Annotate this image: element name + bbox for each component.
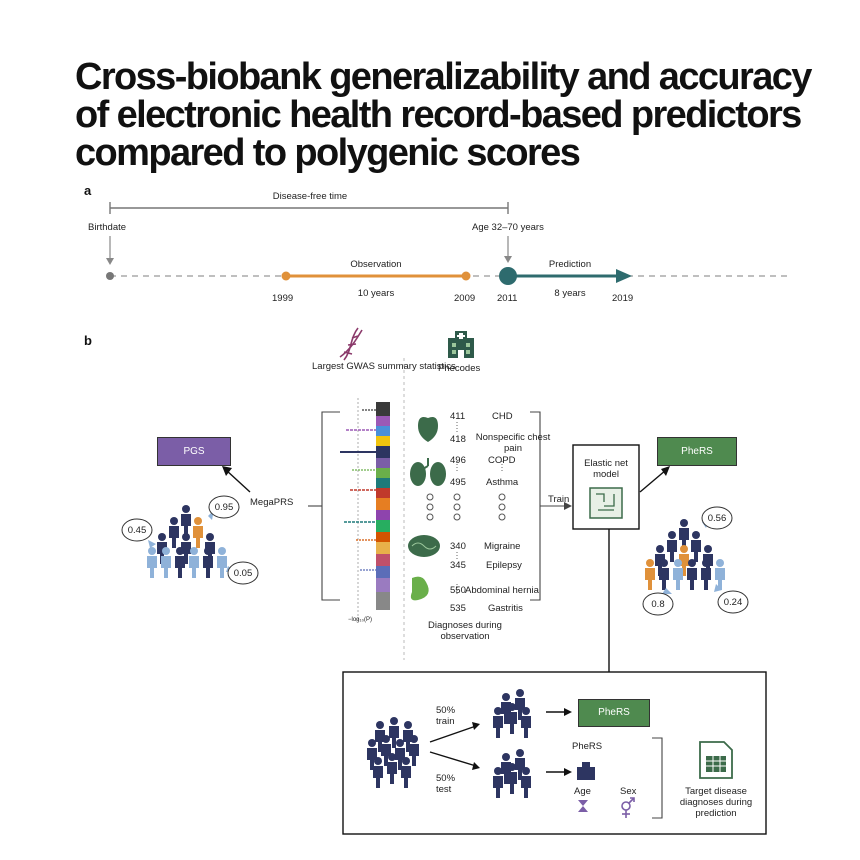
phecode-345: 345	[450, 560, 466, 571]
spreadsheet-icon	[699, 741, 733, 779]
year-2009: 2009	[454, 293, 476, 304]
phers-score-1: 0.56	[707, 513, 727, 524]
year-2011: 2011	[497, 293, 518, 304]
phecode-340: 340	[450, 541, 466, 552]
megaprs-label: MegaPRS	[250, 497, 294, 508]
phecode-asthma: Asthma	[486, 477, 519, 488]
phecode-496: 496	[450, 455, 466, 466]
pgs-score-high: 0.95	[214, 502, 234, 513]
phecode-migraine: Migraine	[484, 541, 521, 552]
year-2019: 2019	[612, 293, 634, 304]
elastic-net-label: Elastic net model	[584, 458, 628, 480]
phecode-hernia: Abdominal hernia	[465, 585, 539, 596]
stomach-icon	[410, 576, 429, 601]
small-hospital-icon	[577, 762, 595, 780]
cohort-people-icon	[367, 717, 419, 788]
heart-icon	[418, 417, 438, 442]
brain-icon	[408, 535, 440, 557]
year-1999: 1999	[272, 293, 294, 304]
split-train-label: 50% train	[436, 705, 456, 727]
panel-a-label: a	[84, 183, 92, 198]
observation-label: Observation	[350, 259, 402, 270]
pgs-box: PGS	[157, 437, 231, 466]
phecode-chest-pain: Nonspecific chest pain	[475, 432, 551, 454]
phecode-418: 418	[450, 434, 466, 445]
age-label: Age 32–70 years	[472, 222, 544, 233]
phecodes-title: Phecodes	[438, 363, 481, 374]
phers-people-icon	[645, 519, 725, 590]
phecode-550: 550	[450, 585, 466, 596]
split-phers-label: PheRS	[572, 741, 603, 752]
phers-score-2: 0.8	[651, 599, 665, 610]
pgs-score-low: 0.05	[233, 568, 253, 579]
observation-years: 10 years	[357, 288, 395, 299]
split-age-label: Age	[574, 786, 591, 797]
gwas-label: Largest GWAS summary statistics	[312, 361, 456, 372]
split-sex-label: Sex	[620, 786, 637, 797]
pgs-score-mid: 0.45	[127, 525, 147, 536]
phers-box: PheRS	[657, 437, 737, 466]
phecode-epilepsy: Epilepsy	[486, 560, 522, 571]
split-phers-box: PheRS	[578, 699, 650, 727]
lungs-icon	[410, 458, 446, 486]
birthdate-label: Birthdate	[88, 222, 127, 233]
dna-icon	[339, 327, 363, 361]
page-title: Cross-biobank generalizability and accur…	[75, 56, 812, 174]
hourglass-icon	[578, 800, 588, 812]
phecode-chd: CHD	[492, 411, 513, 422]
disease-free-label: Disease-free time	[272, 191, 348, 202]
prediction-label: Prediction	[548, 259, 592, 270]
phers-score-3: 0.24	[723, 597, 743, 608]
train-people-icon	[493, 689, 531, 738]
panel-b-label: b	[84, 333, 92, 348]
prediction-years: 8 years	[554, 288, 586, 299]
hospital-icon	[448, 331, 474, 358]
diagnoses-observation-label: Diagnoses during observation	[428, 620, 502, 642]
phecode-535: 535	[450, 603, 466, 614]
phecode-495: 495	[450, 477, 466, 488]
split-test-label: 50% test	[436, 773, 456, 795]
phecode-copd: COPD	[488, 455, 516, 466]
train-label: Train	[548, 494, 570, 505]
target-disease-label: Target disease diagnoses during predicti…	[679, 786, 753, 819]
sex-icon	[621, 797, 635, 818]
chip-icon	[589, 487, 623, 519]
test-people-icon	[493, 749, 531, 798]
gwas-axis-label: −log₁₀(P)	[348, 617, 373, 623]
phecode-411: 411	[450, 411, 466, 422]
gwas-manhattan-plot	[340, 398, 390, 620]
phecode-gastritis: Gastritis	[488, 603, 523, 614]
